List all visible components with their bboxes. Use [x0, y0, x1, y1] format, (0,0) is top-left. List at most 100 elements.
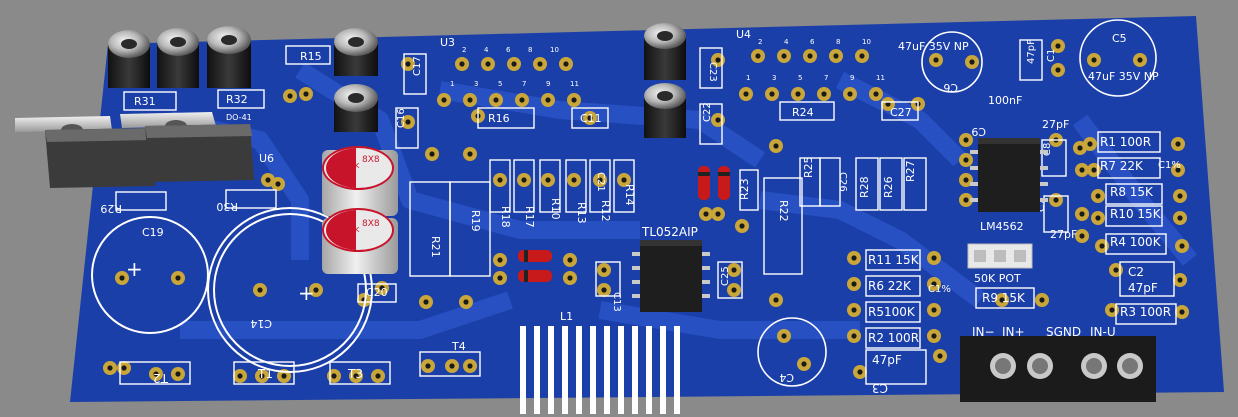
- pad-hole: [467, 97, 473, 103]
- pad-hole: [703, 211, 709, 217]
- pad-hole: [1099, 243, 1105, 249]
- pad-hole: [259, 373, 265, 379]
- pad-hole: [449, 363, 455, 369]
- pad-hole: [467, 363, 473, 369]
- silk-outline: [1119, 261, 1175, 297]
- silk-label-v47uf35vnp_a: 47uF 35V NP: [898, 40, 969, 53]
- inductor-winding: [646, 326, 652, 414]
- silk-label-r22: R22: [777, 200, 790, 222]
- silk-label-r16: R16: [488, 112, 510, 125]
- silk-label-c6: C6: [943, 81, 958, 94]
- silk-label-c1pct: C1%: [1158, 160, 1181, 171]
- silk-outline: [1097, 157, 1161, 179]
- pin-number: 9: [850, 74, 854, 82]
- pad-hole: [1055, 43, 1061, 49]
- silk-label-inu: IN-U: [1090, 325, 1116, 339]
- silk-label-sgnd: SGND: [1046, 325, 1081, 339]
- pad-hole: [859, 53, 865, 59]
- pin-number: 6: [506, 46, 511, 54]
- pad-hole: [1079, 233, 1085, 239]
- silk-label-v47pf_c1: 47pF: [1026, 39, 1037, 64]
- silk-label-u6: U6: [259, 152, 274, 165]
- pad-hole: [601, 287, 607, 293]
- pin-number: 4: [784, 38, 789, 46]
- pad-hole: [497, 257, 503, 263]
- inductor-winding: [548, 326, 554, 414]
- pin-number: 6: [810, 38, 815, 46]
- silk-label-c1pct2: C1%: [928, 284, 951, 295]
- pad-hole: [1091, 167, 1097, 173]
- pad-hole: [715, 57, 721, 63]
- silk-label-r7: R7 22K: [1100, 159, 1144, 173]
- pad-hole: [1137, 57, 1143, 63]
- silk-outline: [699, 103, 723, 145]
- silk-label-lm4562: LM4562: [980, 220, 1024, 233]
- pad-hole: [1079, 167, 1085, 173]
- silk-label-r28: R28: [858, 176, 871, 198]
- pad-hole: [1079, 211, 1085, 217]
- c14-plus: +: [298, 281, 315, 305]
- silk-label-c22: C22: [702, 102, 713, 122]
- silk-label-c20: C20: [366, 286, 388, 299]
- electrolytic-caps-right: [644, 23, 686, 138]
- pad-hole: [497, 275, 503, 281]
- silk-label-r12: R12: [599, 200, 612, 222]
- pad-hole: [1091, 57, 1097, 63]
- silk-label-l1: L1: [560, 310, 573, 323]
- silk-outline: [571, 107, 609, 129]
- silk-outline: [855, 157, 879, 211]
- pin-number: 8: [528, 46, 532, 54]
- silk-outline: [1043, 195, 1069, 233]
- silk-outline: [285, 45, 331, 65]
- pad-hole: [429, 151, 435, 157]
- silk-label-v47uf35vnp_b: 47uF 35V NP: [1088, 70, 1159, 83]
- pad-hole: [931, 281, 937, 287]
- inductor-winding: [590, 326, 596, 414]
- pad-hole: [107, 365, 113, 371]
- pad-hole: [755, 53, 761, 59]
- pad-hole: [963, 137, 969, 143]
- silk-outline: [881, 101, 919, 121]
- pad-hole: [379, 285, 385, 291]
- silk-outline: [819, 157, 841, 207]
- pad-hole: [521, 177, 527, 183]
- cap-brand-1: YCK: [345, 162, 360, 170]
- pad-hole: [119, 275, 125, 281]
- silk-outline: [1105, 205, 1163, 227]
- silk-label-c16: C16: [396, 108, 407, 128]
- silk-outline: [449, 181, 491, 277]
- silk-outline: [1115, 303, 1177, 325]
- silk-label-r13: R13: [575, 202, 588, 224]
- silk-label-r14: R14: [623, 184, 636, 206]
- silk-label-r31: R31: [134, 95, 156, 108]
- pad-hole: [459, 61, 465, 67]
- inductor-winding: [520, 326, 526, 414]
- inductor-l1: [520, 326, 680, 414]
- silk-label-c8: C8: [1042, 143, 1053, 156]
- pad-hole: [567, 275, 573, 281]
- silk-label-v47pf_c3: 47pF: [872, 353, 902, 367]
- silk-label-r8: R8 15K: [1110, 185, 1154, 199]
- silk-label-c27: C27: [890, 106, 912, 119]
- pad-hole: [331, 373, 337, 379]
- pin-number: 2: [758, 38, 762, 46]
- silk-outline: [513, 159, 535, 213]
- silk-outline: [865, 275, 921, 297]
- pad-hole: [963, 157, 969, 163]
- silk-outline: [865, 249, 921, 271]
- voltage-regulators: [15, 112, 254, 188]
- pad-hole: [587, 115, 593, 121]
- pad-hole: [821, 91, 827, 97]
- silk-label-tl052: TL052AIP: [641, 225, 698, 239]
- pad-hole: [769, 91, 775, 97]
- pad-hole: [485, 61, 491, 67]
- pad-hole: [781, 53, 787, 59]
- pad-hole: [731, 287, 737, 293]
- c19-plus: +: [126, 257, 143, 281]
- pad-hole: [937, 353, 943, 359]
- pad-hole: [739, 223, 745, 229]
- silk-label-r26: R26: [882, 176, 895, 198]
- pad-hole: [715, 117, 721, 123]
- pad-hole: [545, 177, 551, 183]
